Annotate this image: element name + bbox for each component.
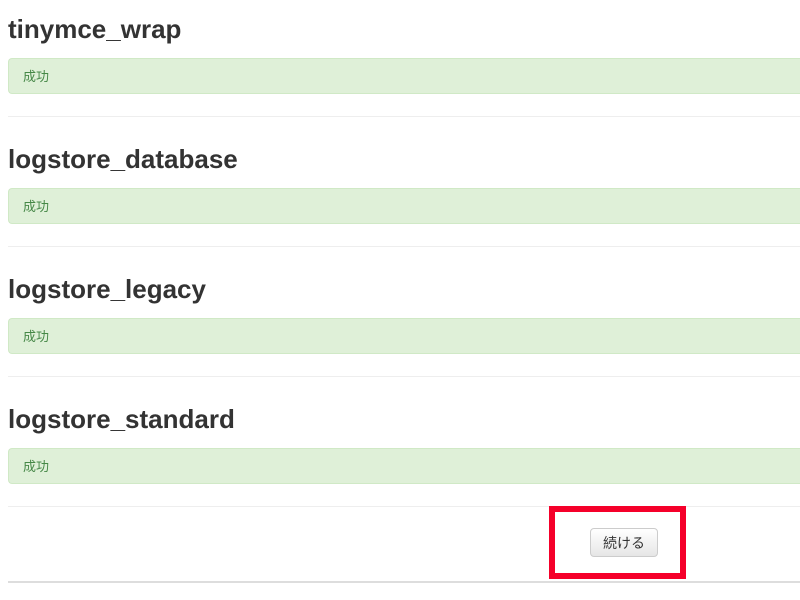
success-alert: 成功 — [8, 448, 800, 484]
plugin-title: logstore_database — [8, 144, 238, 174]
divider — [8, 376, 800, 377]
plugin-title: tinymce_wrap — [8, 14, 182, 44]
divider — [8, 116, 800, 117]
divider — [8, 506, 800, 507]
divider — [8, 246, 800, 247]
plugin-section: logstore_legacy 成功 — [8, 260, 800, 390]
plugin-section: tinymce_wrap 成功 — [8, 0, 800, 130]
plugin-title: logstore_standard — [8, 404, 235, 434]
success-alert: 成功 — [8, 318, 800, 354]
success-alert: 成功 — [8, 188, 800, 224]
plugin-section: logstore_standard 成功 — [8, 390, 800, 520]
plugin-title: logstore_legacy — [8, 274, 206, 304]
highlight-box — [549, 506, 686, 579]
continue-button[interactable]: 続ける — [590, 528, 658, 557]
success-alert: 成功 — [8, 58, 800, 94]
plugin-section: logstore_database 成功 — [8, 130, 800, 260]
footer-divider — [8, 581, 800, 583]
